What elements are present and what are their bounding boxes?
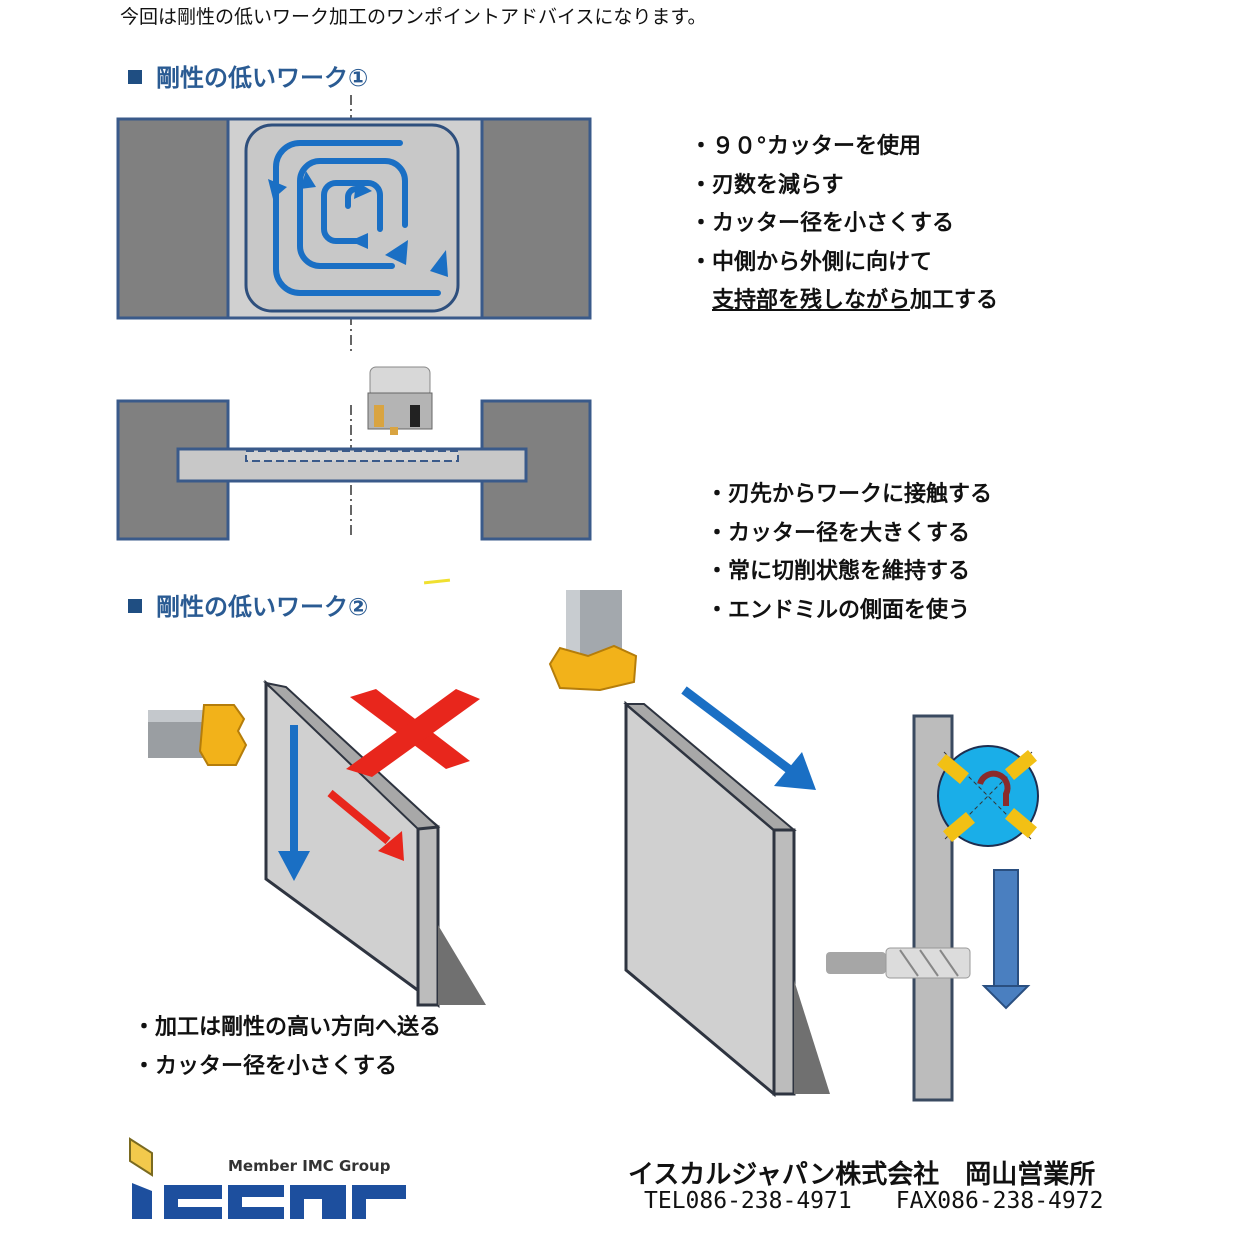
shell-mill-cutter-icon: [548, 590, 638, 692]
side-cutter-icon-left: [148, 704, 248, 766]
right-support: [480, 117, 592, 320]
pocket-depth: [245, 450, 459, 462]
thin-wall-wrong-diagram: [148, 679, 486, 1008]
bullet-item: ・エンドミルの側面を使う: [706, 597, 971, 623]
bullet-item: ・９０°カッターを使用: [690, 134, 922, 159]
bullet-item: ・カッター径を小さくする: [690, 211, 955, 236]
thin-wall-shadow: [438, 925, 486, 1005]
left-support: [116, 117, 230, 320]
bullet-item: ・カッター径を大きくする: [706, 520, 971, 546]
section2-bullet-list: ・加工は剛性の高い方向へ送る ・カッター径を小さくする: [133, 1009, 441, 1086]
thin-wall-correct-diagram: [548, 590, 830, 1098]
yellow-mark: [423, 578, 451, 585]
section1b-bullet-list: ・刃先からワークに接触する ・カッター径を大きくする ・常に切削状態を維持する …: [706, 476, 992, 630]
rotation-arrow-icon: [977, 770, 1011, 806]
bullet-item: ・常に切削状態を維持する: [706, 559, 971, 584]
insert-icons: [937, 749, 1037, 843]
continuation-rest: 加工する: [910, 288, 999, 313]
thin-wall-side: [416, 825, 440, 1007]
heading-bullet-icon: [128, 70, 142, 84]
tel-number: TEL086-238-4971: [644, 1188, 852, 1214]
bullet-item: ・刃先からワークに接触する: [706, 482, 993, 507]
fax-number: FAX086-238-4972: [895, 1188, 1104, 1214]
correct-feed-arrow: [681, 686, 793, 774]
wrong-feed-arrow: [327, 789, 391, 845]
company-name: イスカルジャパン株式会社 岡山営業所: [628, 1160, 1096, 1190]
contact-line: TEL086-238-4971 FAX086-238-4972: [644, 1188, 1103, 1214]
section1-heading: 剛性の低いワーク①: [128, 58, 368, 93]
wrong-cross-icon: [346, 689, 480, 777]
intro-text: 今回は剛性の低いワーク加工のワンポイントアドバイスになります。: [120, 6, 707, 28]
heading-bullet-icon: [128, 599, 142, 613]
down-arrow-shaft: [993, 869, 1019, 991]
spiral-toolpath: [273, 140, 441, 296]
section2-heading-text: 剛性の低いワーク②: [156, 593, 369, 621]
bullet-item: ・カッター径を小さくする: [133, 1053, 398, 1079]
section1-heading-text: 剛性の低いワーク①: [156, 64, 369, 92]
iscar-logo: [129, 1137, 406, 1219]
bullet-continuation: 支持部を残しながら加工する: [690, 282, 998, 321]
endmill-side-diagram: [826, 714, 1039, 1102]
top-view-diagram: [116, 95, 592, 355]
bullet-item: ・中側から外側に向けて: [690, 249, 933, 275]
spiral-arrowheads: [268, 171, 448, 277]
down-arrow-icon: [981, 985, 1031, 1010]
wall-side: [772, 828, 796, 1096]
section2-heading: 剛性の低いワーク②: [128, 587, 368, 622]
bullet-item: ・加工は剛性の高い方向へ送る: [133, 1015, 442, 1040]
section-view-diagram: [116, 366, 592, 541]
endmill-icon: [826, 947, 971, 979]
bullet-item: ・刃数を減らす: [690, 172, 844, 198]
underlined-text: 支持部を残しながら: [712, 288, 911, 313]
face-mill-cutter-icon: [367, 366, 433, 435]
wall-shadow: [794, 980, 830, 1094]
section1-bullet-list: ・９０°カッターを使用 ・刃数を減らす ・カッター径を小さくする ・中側から外側…: [690, 128, 998, 321]
logo-tagline: Member IMC Group: [228, 1157, 391, 1175]
